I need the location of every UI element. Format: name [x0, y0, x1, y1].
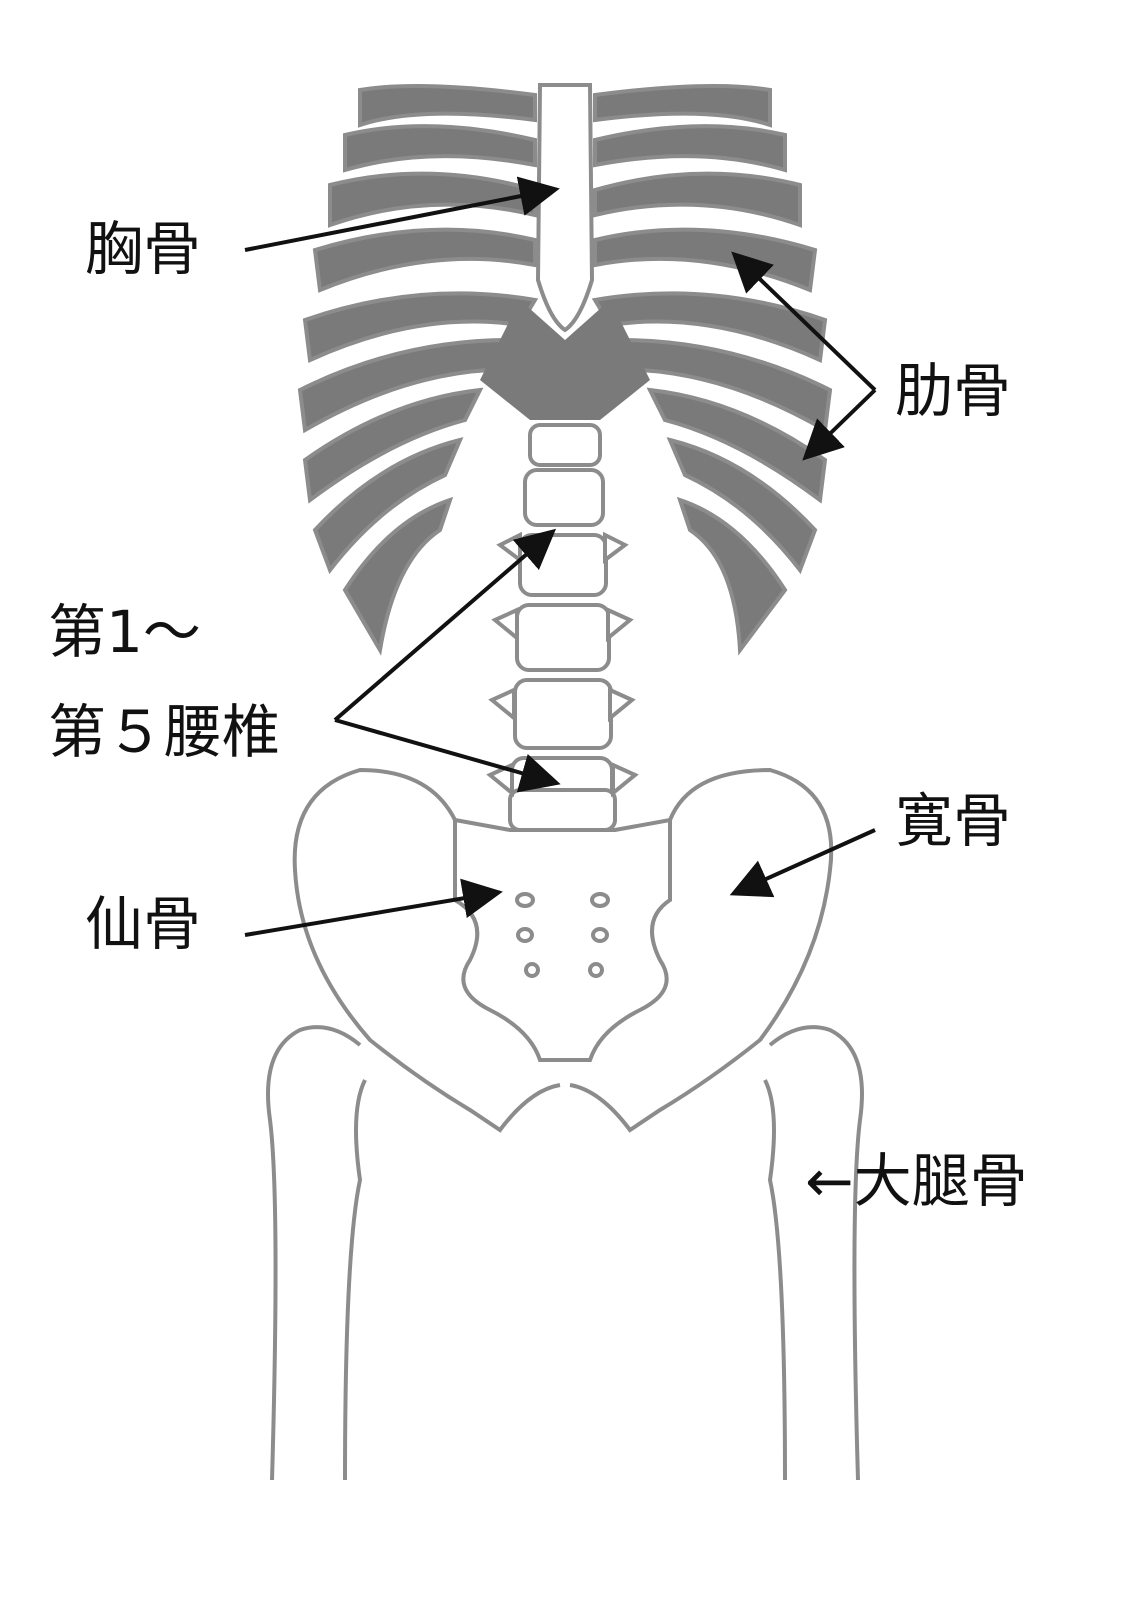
rib-cage: [297, 83, 833, 656]
arrow-hip-bone: [729, 828, 876, 898]
arrow-ribs-lower: [802, 388, 877, 461]
sacrum-bone: [453, 817, 672, 1062]
arrows: [244, 176, 877, 937]
hip-bone-right: [569, 767, 834, 1133]
label-lumbar-line1: 第1～: [48, 598, 201, 666]
arrow-lumbar-upper: [333, 528, 557, 722]
label-lumbar-line2: 第５腰椎: [48, 698, 281, 766]
ribs-right: [591, 84, 833, 656]
femurs: [266, 1025, 864, 1481]
hip-bone-left: [292, 767, 561, 1133]
label-sternum: 胸骨: [85, 215, 202, 283]
pelvis: [292, 767, 834, 1133]
label-sacrum: 仙骨: [85, 890, 202, 958]
femur-right: [763, 1025, 864, 1481]
ribs-left: [297, 84, 539, 656]
arrow-lumbar-lower: [334, 718, 561, 793]
sternum-bone: [535, 83, 595, 333]
label-hip-bone: 寛骨: [895, 787, 1012, 855]
label-ribs: 肋骨: [895, 357, 1012, 425]
arrow-sacrum: [244, 878, 503, 937]
label-femur: ←大腿骨: [805, 1147, 1028, 1215]
costal-cartilage: [480, 300, 650, 420]
arrow-ribs-upper: [731, 251, 877, 392]
femur-left: [266, 1025, 367, 1481]
arrow-sternum: [244, 176, 560, 252]
